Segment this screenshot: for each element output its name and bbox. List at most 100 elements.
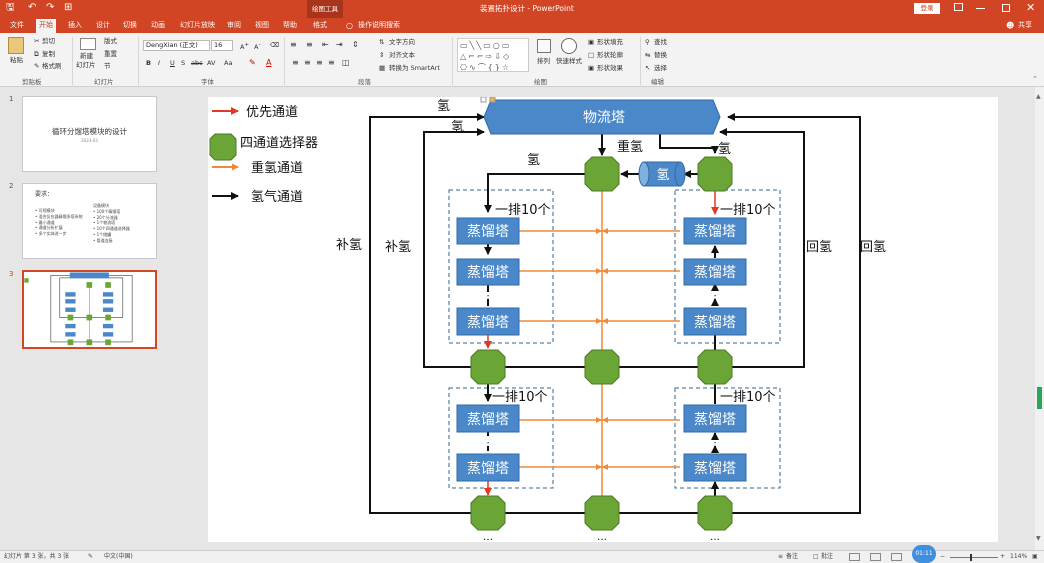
format-painter-icon[interactable]: ✎ [34, 62, 40, 70]
slide-thumbnail-1[interactable]: 循环分馏塔模块的设计 2023-03 [22, 96, 157, 172]
arrange-icon[interactable] [537, 39, 551, 53]
copy-icon[interactable]: ⧉ [34, 50, 39, 58]
font-name-select[interactable]: DengXian (正文) [143, 40, 210, 51]
slide-thumbnail-3[interactable] [22, 270, 157, 349]
tab-animations[interactable]: 动画 [151, 21, 165, 29]
quick-styles-icon[interactable] [561, 38, 577, 54]
text-direction-icon[interactable]: ⇅ [379, 38, 385, 46]
close-icon[interactable]: ✕ [1026, 1, 1036, 14]
bullets-icon[interactable]: ≡ [290, 40, 297, 49]
slide-thumbnail-2[interactable]: 要求： • 可视模块 • 混合反应器精馏多塔系统 • 最小通道 • 通道分析扩展… [22, 183, 157, 259]
reading-view-icon[interactable] [891, 553, 902, 561]
section-button[interactable]: 节 [104, 62, 111, 70]
shapes-gallery[interactable]: ▭╲╲▭○▭△⌐⌐⇨⇩◇⎔∿⌒{}☆ [457, 38, 529, 72]
save-icon[interactable]: 🖫 [6, 2, 15, 13]
tower[interactable] [683, 404, 747, 433]
selector-bottom-center[interactable] [584, 495, 620, 531]
tab-slideshow[interactable]: 幻灯片放映 [180, 21, 215, 29]
collapse-ribbon-icon[interactable]: ⌃ [1032, 75, 1038, 83]
tower[interactable] [683, 258, 747, 286]
text-shadow-button[interactable]: S [181, 59, 186, 67]
new-slide-label[interactable]: 幻灯片 [76, 61, 96, 69]
smartart-icon[interactable]: ▦ [379, 64, 386, 72]
increase-indent-icon[interactable]: ⇥ [336, 40, 343, 49]
normal-view-icon[interactable] [849, 553, 860, 561]
justify-icon[interactable]: ≡ [328, 58, 335, 67]
tab-home[interactable]: 开始 [36, 19, 56, 33]
tab-view[interactable]: 视图 [255, 21, 269, 29]
reset-button[interactable]: 重置 [104, 50, 117, 58]
align-center-icon[interactable]: ≡ [304, 58, 311, 67]
tab-design[interactable]: 设计 [96, 21, 110, 29]
minimize-icon[interactable] [976, 8, 985, 9]
shape-effects-button[interactable]: 形状效果 [597, 64, 623, 72]
scroll-up-icon[interactable]: ▲ [1036, 93, 1041, 100]
shrink-font-icon[interactable]: A- [254, 42, 261, 52]
align-text-button[interactable]: 对齐文本 [389, 51, 415, 59]
fill-icon[interactable]: ▣ [588, 38, 595, 46]
outline-icon[interactable]: □ [588, 51, 595, 59]
tower[interactable] [456, 307, 520, 336]
maximize-icon[interactable] [1002, 4, 1010, 12]
tab-file[interactable]: 文件 [10, 21, 24, 29]
sign-in-button[interactable]: 登录 [914, 3, 940, 14]
shape-outline-button[interactable]: 形状轮廓 [597, 51, 623, 59]
find-icon[interactable]: ⚲ [645, 38, 650, 46]
tower[interactable] [683, 217, 747, 245]
language-indicator[interactable]: 中文(中国) [104, 553, 133, 560]
selector-bottom-left[interactable] [470, 495, 506, 531]
hydrogen-tank[interactable]: 氢 [638, 161, 686, 187]
redo-icon[interactable]: ↷ [46, 2, 55, 13]
new-slide-icon[interactable] [80, 38, 96, 50]
tab-insert[interactable]: 插入 [68, 21, 82, 29]
convert-smartart-button[interactable]: 转换为 SmartArt [389, 64, 440, 72]
zoom-out-icon[interactable]: − [940, 553, 946, 560]
shape-fill-button[interactable]: 形状填充 [597, 38, 623, 46]
ribbon-display-options-icon[interactable] [954, 3, 963, 11]
cut-icon[interactable]: ✂ [34, 37, 40, 45]
comments-icon[interactable]: □ [813, 553, 819, 560]
underline-button[interactable]: U [170, 59, 175, 67]
selector-bottom-right[interactable] [697, 495, 733, 531]
align-text-icon[interactable]: ⇕ [379, 51, 385, 59]
selector-mid-right[interactable] [697, 349, 733, 385]
find-button[interactable]: 查找 [654, 38, 667, 46]
notes-button[interactable]: 备注 [786, 553, 799, 560]
strikethrough-button[interactable]: abc [191, 59, 203, 67]
scroll-thumb[interactable] [1037, 387, 1042, 409]
slide-sorter-icon[interactable] [870, 553, 881, 561]
vertical-scrollbar[interactable]: ▲ ▼ [1035, 87, 1044, 550]
presenter-icon[interactable]: ⊞ [64, 2, 73, 13]
line-spacing-icon[interactable]: ⇕ [352, 40, 359, 49]
align-right-icon[interactable]: ≡ [316, 58, 323, 67]
font-size-select[interactable]: 16 [211, 40, 233, 51]
italic-button[interactable]: I [158, 59, 160, 67]
zoom-level[interactable]: 114% [1010, 553, 1028, 560]
slide-canvas[interactable]: 优先通道 四通道选择器 重氢通道 氢气通道 [208, 96, 998, 543]
change-case-button[interactable]: Aa [224, 59, 233, 67]
tower[interactable] [456, 453, 520, 482]
highlight-icon[interactable]: ✎ [249, 58, 256, 67]
text-direction-button[interactable]: 文字方向 [389, 38, 415, 46]
selector-mid-center[interactable] [584, 349, 620, 385]
quick-styles-button[interactable]: 快速样式 [556, 57, 582, 65]
tab-help[interactable]: 帮助 [283, 21, 297, 29]
tower[interactable] [456, 217, 520, 245]
scroll-down-icon[interactable]: ▼ [1036, 535, 1041, 542]
undo-icon[interactable]: ↶ [28, 2, 37, 13]
tab-transitions[interactable]: 切换 [123, 21, 137, 29]
share-button[interactable]: 共享 [1018, 21, 1032, 29]
select-icon[interactable]: ↖ [645, 64, 651, 72]
logistics-tower[interactable] [483, 99, 721, 135]
copy-button[interactable]: 复制 [42, 50, 55, 58]
clear-format-icon[interactable]: ⌫ [270, 41, 280, 49]
arrange-button[interactable]: 排列 [537, 57, 550, 65]
tell-me-search[interactable]: 操作说明搜索 [358, 21, 400, 29]
fit-to-window-icon[interactable]: ▣ [1032, 553, 1038, 560]
tower[interactable] [456, 258, 520, 286]
char-spacing-button[interactable]: AV [207, 59, 216, 67]
selector-top-right[interactable] [697, 156, 733, 192]
notes-icon[interactable]: ≡ [778, 553, 784, 560]
selector-mid-left[interactable] [470, 349, 506, 385]
grow-font-icon[interactable]: A+ [240, 42, 249, 52]
